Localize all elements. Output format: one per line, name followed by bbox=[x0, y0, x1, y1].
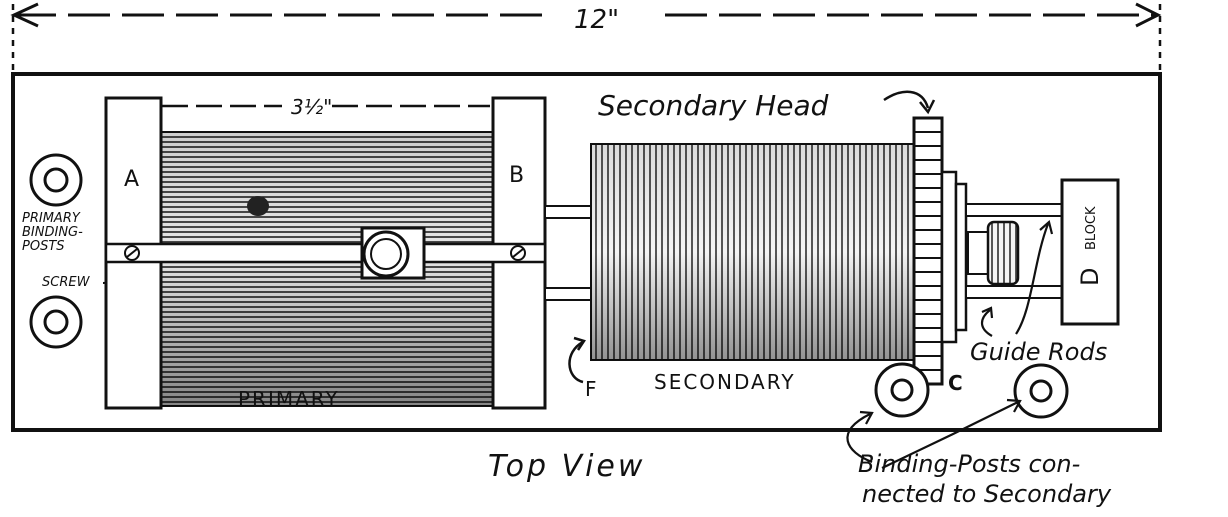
primary-binding-post-top[interactable] bbox=[29, 153, 83, 207]
secondary-binding-post-right[interactable] bbox=[1013, 363, 1069, 419]
support-b-label: B bbox=[509, 163, 524, 188]
screw-left[interactable] bbox=[124, 245, 140, 261]
guide-rod-lower-right bbox=[965, 285, 1063, 299]
baseboard bbox=[11, 72, 1162, 432]
guide-rod-upper-right bbox=[965, 203, 1063, 217]
primary-label: PRIMARY bbox=[238, 387, 340, 411]
head-collar bbox=[940, 170, 958, 344]
block-word-label: BLOCK bbox=[1084, 206, 1099, 250]
head-hub bbox=[954, 182, 968, 332]
primary-binding-posts-label-line3: POSTS bbox=[22, 239, 65, 254]
secondary-coil bbox=[590, 143, 915, 361]
primary-crossbar bbox=[104, 242, 547, 264]
guide-rods-pointer-1 bbox=[980, 309, 993, 337]
view-title: Top View bbox=[488, 449, 645, 484]
primary-coil bbox=[159, 131, 494, 407]
primary-binding-posts-label-line1: PRIMARY bbox=[22, 211, 81, 226]
f-pointer-arrow bbox=[573, 336, 586, 351]
center-knob[interactable] bbox=[360, 226, 426, 280]
screw-label: SCREW bbox=[42, 275, 91, 290]
block-d-letter: D bbox=[1076, 268, 1104, 286]
f-pointer bbox=[568, 340, 584, 384]
binding-post-pointer-left-arrow bbox=[859, 410, 874, 425]
screw-right[interactable] bbox=[510, 245, 526, 261]
guide-rods-pointer-1-arrow bbox=[981, 306, 994, 319]
secondary-label: SECONDARY bbox=[654, 370, 796, 394]
f-label: F bbox=[585, 377, 597, 401]
c-label: C bbox=[948, 371, 963, 395]
primary-dimension-label: 3½" bbox=[291, 95, 332, 119]
overall-dimension bbox=[10, 2, 1162, 70]
binding-post-pointer-right bbox=[881, 401, 1019, 469]
support-a-label: A bbox=[124, 167, 139, 192]
binding-posts-secondary-label-line2: nected to Secondary bbox=[862, 480, 1112, 508]
guide-rods-pointer-2 bbox=[1015, 223, 1050, 335]
secondary-binding-post-left[interactable] bbox=[874, 362, 930, 418]
block-d bbox=[1060, 178, 1120, 326]
guide-rod-lower-left bbox=[544, 287, 594, 301]
guide-rods-pointer-2-arrow bbox=[1039, 219, 1054, 235]
secondary-head-pointer-arrow bbox=[919, 99, 936, 115]
secondary-head-pointer bbox=[883, 90, 930, 109]
primary-binding-posts-label-line2: BINDING- bbox=[22, 225, 83, 240]
secondary-head[interactable] bbox=[912, 116, 944, 386]
guide-rod-upper-left bbox=[544, 205, 594, 219]
binding-post-pointer-left bbox=[846, 413, 873, 464]
primary-binding-post-bottom[interactable] bbox=[29, 295, 83, 349]
secondary-head-label: Secondary Head bbox=[598, 89, 829, 122]
binding-posts-secondary-label-line1: Binding-Posts con- bbox=[858, 450, 1080, 478]
binding-post-pointer-right-arrow bbox=[1006, 398, 1022, 413]
guide-rods-label: Guide Rods bbox=[970, 338, 1107, 366]
adjusting-knob[interactable] bbox=[967, 220, 1020, 286]
overall-dimension-label: 12" bbox=[574, 5, 619, 35]
